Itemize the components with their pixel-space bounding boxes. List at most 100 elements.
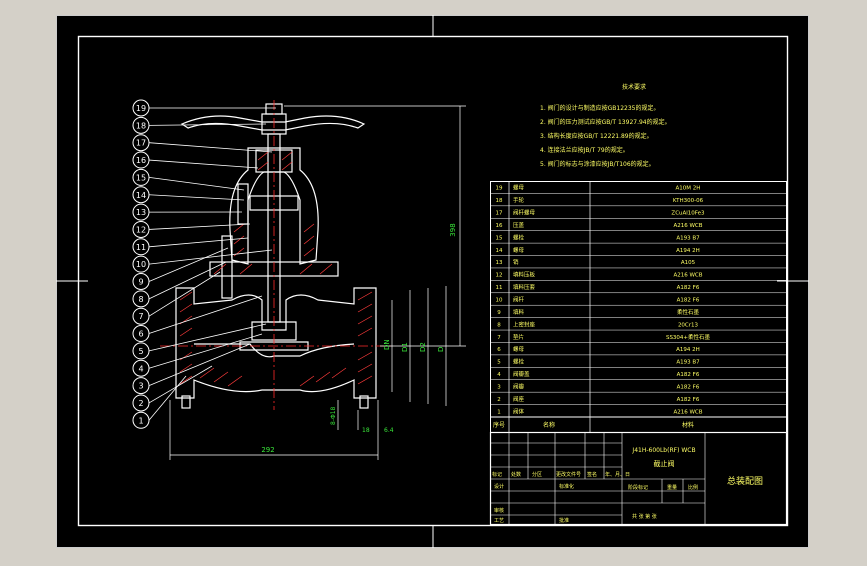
tech-req-item: 1. 阀门的设计与制造应按GB12235的规定。	[540, 104, 660, 112]
bom-cell-name: 螺母	[513, 246, 525, 254]
part-balloon-number: 2	[138, 399, 143, 408]
bom-cell-no: 6	[497, 347, 501, 353]
bom-cell-no: 8	[497, 322, 501, 328]
part-balloon-number: 4	[138, 364, 143, 373]
bom-cell-no: 12	[496, 273, 503, 279]
part-balloon-number: 16	[136, 156, 146, 165]
tb-label-sign: 签名	[587, 471, 597, 478]
bom-cell-material: A194 2H	[676, 347, 700, 353]
bom-cell-no: 7	[497, 335, 501, 341]
bom-cell-no: 9	[497, 310, 501, 316]
bom-cell-name: 填料	[513, 308, 525, 316]
tb-weight: 重量	[667, 484, 677, 491]
tb-label-mark: 标记	[492, 471, 502, 478]
bom-cell-no: 16	[496, 223, 503, 229]
bom-cell-material: A216 WCB	[673, 409, 702, 415]
part-balloon-number: 19	[136, 104, 146, 113]
part-balloon-number: 11	[136, 243, 146, 252]
tb-label-doc: 更改文件号	[556, 471, 581, 478]
tb-design: 设计	[494, 483, 504, 490]
side-dim-3: D2	[419, 342, 427, 352]
bom-cell-no: 18	[496, 198, 503, 204]
bom-cell-material: A216 WCB	[673, 223, 702, 229]
part-balloon-number: 6	[138, 330, 143, 339]
part-balloon-number: 8	[138, 295, 143, 304]
bom-cell-material: KTH300-06	[673, 198, 704, 204]
bom-cell-no: 5	[497, 360, 501, 366]
bom-cell-name: 螺母	[513, 184, 525, 192]
bom-cell-material: A194 2H	[676, 248, 700, 254]
tb-ratio: 比例	[688, 484, 698, 491]
bom-cell-name: 压盖	[513, 221, 525, 229]
tb-label-date: 年、月、日	[605, 471, 630, 478]
bom-cell-no: 11	[496, 285, 503, 291]
bom-header-material: 材料	[682, 421, 694, 429]
tb-stage: 阶段标记	[628, 484, 648, 491]
bom-cell-material: A216 WCB	[673, 273, 702, 279]
tech-req-item: 2. 阀门的压力测试应按GB/T 13927.94的规定。	[540, 118, 671, 126]
tb-label-count: 处数	[511, 471, 521, 478]
bom-cell-name: 螺栓	[513, 358, 525, 366]
tech-req-item: 5. 阀门的标志与涂漆应按JB/T106的规定。	[540, 160, 655, 168]
bom-cell-material: A105	[681, 260, 696, 266]
tb-model: J41H-600Lb(RF) WCB	[631, 447, 695, 454]
bom-cell-material: A182 F6	[677, 285, 700, 291]
bom-cell-name: 阀杆螺母	[513, 209, 536, 217]
bom-cell-name: 阀瓣盖	[513, 370, 530, 378]
bom-header-name: 名称	[543, 421, 555, 429]
part-balloon-number: 7	[138, 312, 143, 321]
bom-cell-name: 垫片	[513, 333, 524, 341]
part-balloon-number: 3	[138, 382, 143, 391]
bom-cell-material: A182 F6	[677, 372, 700, 378]
bom-cell-name: 阀瓣	[513, 382, 525, 390]
bom-cell-name: 上密封座	[513, 320, 536, 328]
part-balloon-number: 15	[136, 173, 146, 182]
bom-cell-name: 螺栓	[513, 233, 525, 241]
bom-cell-material: ZCuAl10Fe3	[671, 211, 705, 217]
tech-req-title: 技术要求	[622, 83, 646, 91]
part-balloon-number: 17	[136, 139, 146, 148]
bolt-hole-dim: 8-Φ18	[330, 406, 337, 425]
bom-cell-no: 19	[496, 186, 503, 192]
bom-cell-name: 阀座	[513, 395, 525, 403]
bom-cell-no: 4	[497, 372, 501, 378]
side-dim-1: DN	[383, 339, 391, 350]
bom-cell-material: A182 F6	[677, 384, 700, 390]
bom-cell-name: 填料压板	[513, 271, 536, 279]
bom-cell-material: A10M 2H	[676, 186, 701, 192]
bom-cell-name: 阀杆	[513, 296, 525, 304]
bom-cell-name: 阀体	[513, 407, 525, 415]
tb-drawing-title: 总装配图	[727, 475, 763, 487]
bom-cell-no: 14	[496, 248, 503, 254]
bom-cell-material: A182 F6	[677, 397, 700, 403]
bom-cell-material: 20Cr13	[678, 322, 699, 328]
tb-label-zone: 分区	[532, 471, 542, 478]
bom-cell-name: 填料压套	[513, 283, 536, 291]
raised-face-dim: 6.4	[384, 427, 394, 434]
height-dim: 398	[449, 223, 457, 236]
part-balloon-number: 18	[136, 121, 146, 130]
bom-cell-no: 2	[497, 397, 501, 403]
bom-cell-material: A193 B7	[676, 235, 700, 241]
bom-cell-no: 10	[496, 298, 503, 304]
part-balloon-number: 12	[136, 225, 146, 234]
part-balloon-number: 14	[136, 191, 146, 200]
part-balloon-number: 1	[138, 416, 143, 425]
overall-length-dim: 292	[261, 446, 274, 454]
bom-cell-no: 13	[496, 260, 503, 266]
tech-req-item: 3. 结构长度应按GB/T 12221.89的规定。	[540, 132, 653, 140]
bom-header-no: 序号	[493, 421, 505, 429]
part-balloon-number: 9	[138, 278, 143, 287]
bom-cell-material: 柔性石墨	[677, 308, 700, 316]
bom-cell-name: 销	[513, 258, 519, 266]
bom-cell-material: SS304+柔性石墨	[666, 333, 711, 341]
tech-req-item: 4. 连接法兰应按JB/T 79的规定。	[540, 146, 629, 154]
bom-cell-no: 3	[497, 384, 501, 390]
tb-process: 工艺	[494, 518, 504, 524]
bom-cell-name: 手轮	[513, 196, 525, 204]
bom-cell-no: 15	[496, 235, 503, 241]
bom-cell-material: A182 F6	[677, 298, 700, 304]
part-balloon-number: 5	[138, 347, 143, 356]
side-dim-4: D	[437, 347, 445, 352]
